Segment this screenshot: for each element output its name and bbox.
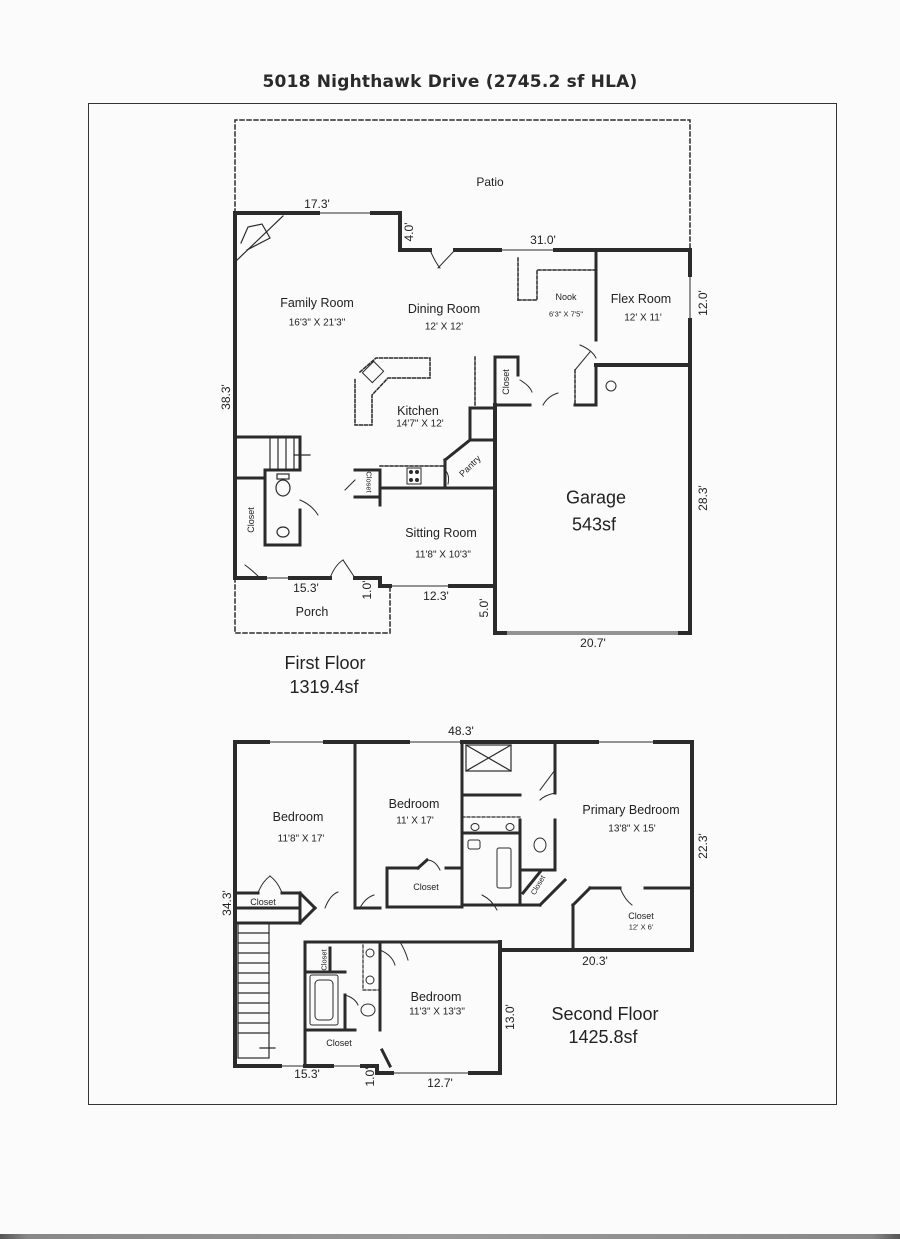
porch-label: Porch (295, 605, 329, 619)
dim-garage-step: 5.0' (477, 598, 491, 618)
primary-closet-label: Closet (628, 911, 654, 921)
dim-primary-bottom: 20.3' (582, 954, 608, 968)
closet-hall-small-label: Closet (319, 949, 329, 971)
bedroom-1-label: Bedroom (272, 810, 324, 824)
family-room-size: 16'3" X 21'3" (288, 317, 346, 329)
closet-stair-label: Closet (246, 507, 256, 533)
porch-outline (234, 577, 391, 634)
second-floor-title: Second Floor (551, 1004, 659, 1024)
dining-room-label: Dining Room (407, 302, 481, 316)
dim-garage-front: 20.7' (580, 636, 606, 650)
first-floor-title: First Floor (284, 653, 366, 673)
primary-closet-size: 12' X 6' (628, 922, 654, 932)
primary-bedroom-size: 13'8" X 15' (608, 823, 656, 835)
dim-top: 48.3' (448, 724, 474, 738)
bedroom-2-size: 11' X 17' (396, 815, 434, 827)
dim-sitting-front: 12.3' (423, 589, 449, 603)
bedroom-2-label: Bedroom (388, 797, 440, 811)
nook-size: 6'3" X 7'5" (548, 309, 584, 319)
garage-label: Garage (565, 487, 627, 508)
dim-second-bottom-right: 12.7' (427, 1076, 453, 1090)
dim-top-right: 31.0' (530, 233, 556, 247)
dim-left-side: 38.3' (219, 384, 233, 410)
first-floor-area: 1319.4sf (289, 677, 359, 697)
patio-label: Patio (476, 175, 504, 189)
dim-primary-side: 22.3' (696, 833, 710, 859)
dim-porch-width: 15.3' (293, 581, 319, 595)
closet-bed3-label: Closet (326, 1038, 352, 1048)
closet-bed2-label: Closet (413, 882, 439, 892)
dining-room-size: 12' X 12' (424, 321, 464, 333)
flex-room-label: Flex Room (610, 292, 672, 306)
sitting-room-size: 11'8" X 10'3" (415, 549, 471, 561)
closet-nook-label: Closet (501, 369, 511, 395)
bedroom-1-size: 11'8" X 17' (277, 833, 325, 845)
dim-porch-step: 1.0' (360, 580, 374, 600)
dim-top-left: 17.3' (304, 197, 330, 211)
family-room-label: Family Room (280, 296, 354, 310)
flex-room-size: 12' X 11' (624, 312, 662, 324)
dim-second-left: 34.3' (220, 890, 234, 916)
closet-bed1-label: Closet (250, 897, 276, 907)
patio-outline (234, 119, 691, 251)
second-floor-area: 1425.8sf (568, 1027, 638, 1047)
closet-kitchen-label: Closet (364, 471, 374, 493)
garage-area: 543sf (571, 514, 617, 535)
kitchen-size: 14'7" X 12' (396, 418, 444, 430)
dim-bed3-side: 13.0' (503, 1004, 517, 1030)
scanner-edge (0, 1234, 900, 1239)
document-title: 5018 Nighthawk Drive (2745.2 sf HLA) (262, 72, 638, 92)
dim-second-bottom-step: 1.0' (363, 1067, 377, 1087)
bedroom-3-size: 11'3" X 13'3" (409, 1006, 465, 1018)
sitting-room-label: Sitting Room (405, 526, 477, 540)
nook-label: Nook (555, 292, 577, 302)
dim-garage-side: 28.3' (696, 485, 710, 511)
dim-flex-side: 12.0' (696, 290, 710, 316)
plan-frame (88, 103, 837, 1105)
kitchen-label: Kitchen (397, 404, 439, 418)
dim-second-bottom-left: 15.3' (294, 1067, 320, 1081)
primary-bedroom-label: Primary Bedroom (582, 803, 680, 817)
dim-step: 4.0' (402, 222, 416, 242)
bedroom-3-label: Bedroom (410, 990, 462, 1004)
